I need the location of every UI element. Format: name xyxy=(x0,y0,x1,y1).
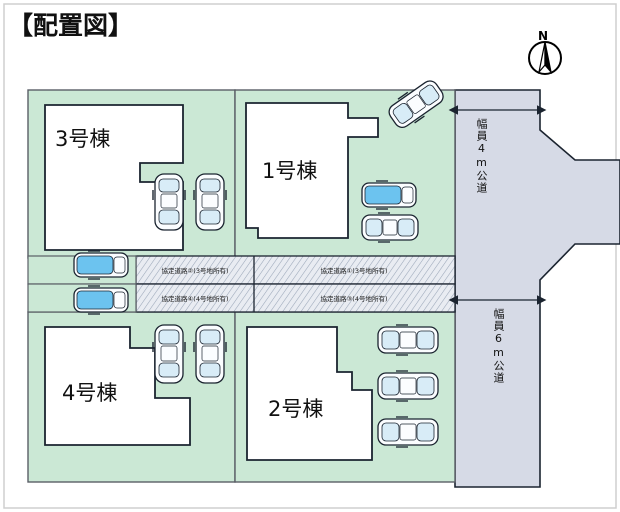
private-road-upper[interactable] xyxy=(135,255,456,285)
lot-4-label: 4号棟 xyxy=(62,381,118,405)
car-4c xyxy=(193,324,227,384)
car-2c xyxy=(377,416,439,448)
car-4b xyxy=(152,324,186,384)
car-1b xyxy=(361,180,417,210)
car-3c xyxy=(73,250,129,280)
car-1c xyxy=(361,212,419,243)
private-road-kyotei-3-label: 協定道路③(4号地所有) xyxy=(320,295,388,303)
car-2a xyxy=(377,324,439,356)
lot-2-label: 2号棟 xyxy=(268,397,324,421)
house-2-footprint xyxy=(246,326,373,461)
private-road-kyotei-1-label: 協定道路①(3号地所有) xyxy=(320,267,388,275)
private-road-kyotei-4-label: 協定道路④(4号地所有) xyxy=(161,295,229,303)
public-road-south-label: 幅員6m公道 xyxy=(492,308,505,384)
lot-1-label: 1号棟 xyxy=(262,159,318,183)
private-road-lower[interactable] xyxy=(135,283,456,313)
private-road-kyotei-2-label: 協定道路②(3号地所有) xyxy=(161,267,229,275)
car-4a xyxy=(73,285,129,315)
public-road-shape xyxy=(454,89,620,488)
page-title: 【配置図】 xyxy=(8,11,134,40)
car-3b xyxy=(193,173,227,231)
public-road-north-label: 幅員4m公道 xyxy=(475,118,488,194)
house-3-footprint xyxy=(44,104,184,251)
car-1a xyxy=(388,80,444,128)
page-frame xyxy=(3,3,617,509)
compass-north-label: N xyxy=(538,29,549,43)
lot-3-label: 3号棟 xyxy=(55,127,111,151)
compass-north-icon xyxy=(528,41,562,75)
public-road-area xyxy=(454,89,620,488)
house-1-footprint xyxy=(245,102,379,239)
car-2b xyxy=(377,370,439,402)
house-4-footprint xyxy=(44,326,191,446)
car-3a xyxy=(152,173,186,231)
